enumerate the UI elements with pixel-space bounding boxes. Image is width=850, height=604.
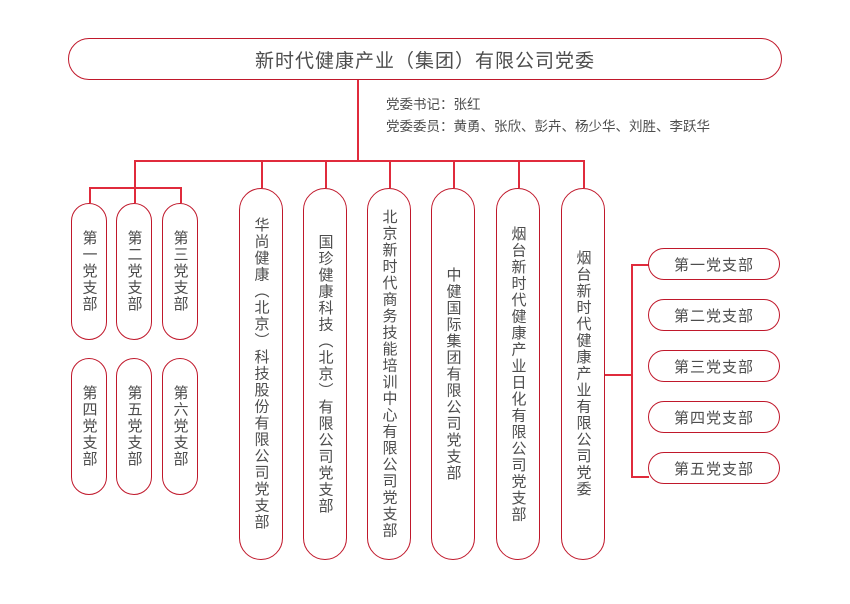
connector-stem-branch-2 xyxy=(134,187,136,203)
connector-stem-branch-1 xyxy=(89,187,91,203)
connector-yantai-stub xyxy=(605,374,632,376)
company-node-guozhen[interactable]: 国珍健康科技（北京）有限公司党支部 xyxy=(303,188,347,560)
branch-node-right-4[interactable]: 第四党支部 xyxy=(648,401,780,433)
connector-stem-company-4 xyxy=(453,160,455,188)
connector-main-bar xyxy=(134,160,584,162)
connector-stem-company-6 xyxy=(583,160,585,188)
connector-left-group-drop xyxy=(134,160,136,187)
connector-right-stub-1 xyxy=(631,264,649,266)
company-node-huashang[interactable]: 华尚健康（北京）科技股份有限公司党支部 xyxy=(239,188,283,560)
company-node-yantai-party-committee[interactable]: 烟台新时代健康产业有限公司党委 xyxy=(561,188,605,560)
connector-stem-company-3 xyxy=(389,160,391,188)
company-node-yantai-rihua[interactable]: 烟台新时代健康产业日化有限公司党支部 xyxy=(496,188,540,560)
branch-node-left-4[interactable]: 第四党支部 xyxy=(71,358,107,495)
company-node-beijing-training-center[interactable]: 北京新时代商务技能培训中心有限公司党支部 xyxy=(367,188,411,560)
branch-node-right-3[interactable]: 第三党支部 xyxy=(648,350,780,382)
party-committee-members-line: 党委委员：黄勇、张欣、彭卉、杨少华、刘胜、李跃华 xyxy=(386,119,710,135)
root-node-group-party-committee[interactable]: 新时代健康产业（集团）有限公司党委 xyxy=(68,38,782,80)
branch-node-left-5[interactable]: 第五党支部 xyxy=(116,358,152,495)
branch-node-right-2[interactable]: 第二党支部 xyxy=(648,299,780,331)
branch-node-left-1[interactable]: 第一党支部 xyxy=(71,203,107,340)
branch-node-left-3[interactable]: 第三党支部 xyxy=(162,203,198,340)
connector-stem-company-1 xyxy=(261,160,263,188)
connector-stem-branch-3 xyxy=(180,187,182,203)
connector-right-stub-5 xyxy=(631,476,649,478)
branch-node-left-2[interactable]: 第二党支部 xyxy=(116,203,152,340)
connector-right-spine xyxy=(631,264,633,476)
branch-node-left-6[interactable]: 第六党支部 xyxy=(162,358,198,495)
connector-stem-company-5 xyxy=(518,160,520,188)
leadership-info: 党委书记：张红 党委委员：黄勇、张欣、彭卉、杨少华、刘胜、李跃华 xyxy=(386,94,710,138)
branch-node-right-1[interactable]: 第一党支部 xyxy=(648,248,780,280)
branch-node-right-5[interactable]: 第五党支部 xyxy=(648,452,780,484)
connector-stem-company-2 xyxy=(325,160,327,188)
connector-root-stem xyxy=(357,80,359,160)
company-node-zhongjian-international[interactable]: 中健国际集团有限公司党支部 xyxy=(431,188,475,560)
party-secretary-line: 党委书记：张红 xyxy=(386,97,481,113)
